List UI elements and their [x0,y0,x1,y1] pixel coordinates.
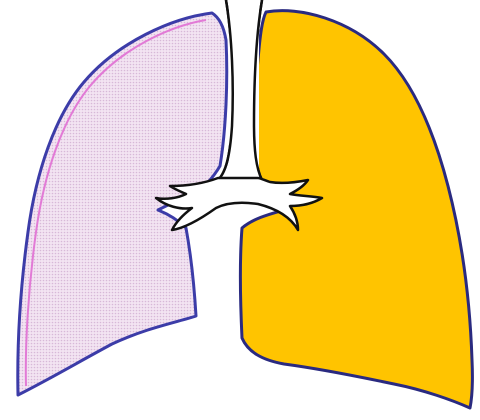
bronchi [156,178,322,230]
